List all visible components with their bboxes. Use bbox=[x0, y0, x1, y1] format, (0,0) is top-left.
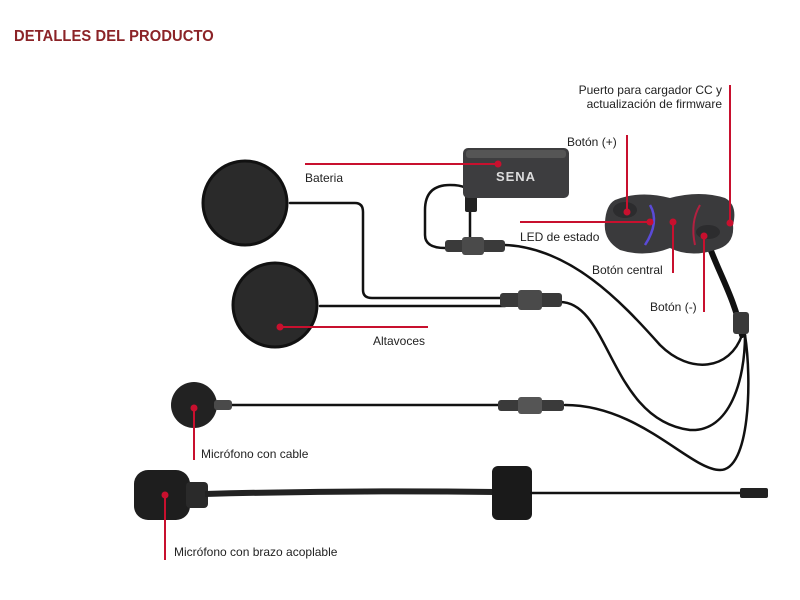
callouts bbox=[161, 85, 734, 560]
callout-plus-dot bbox=[623, 208, 631, 216]
speaker-main-cable bbox=[558, 300, 747, 432]
callout-port-dot bbox=[726, 219, 734, 227]
callout-speakers-dot bbox=[276, 323, 284, 331]
speakers bbox=[201, 159, 319, 349]
label-boom-mic: Micrófono con brazo acoplable bbox=[174, 545, 338, 559]
speaker1-cable bbox=[288, 201, 507, 300]
battery-body bbox=[463, 148, 569, 198]
boom-mount-clip bbox=[492, 466, 532, 520]
battery-logo: SENA bbox=[496, 169, 536, 184]
label-port-line2: actualización de firmware bbox=[586, 97, 722, 111]
label-button-plus: Botón (+) bbox=[567, 135, 617, 149]
boom-arm bbox=[204, 488, 496, 497]
label-button-minus: Botón (-) bbox=[650, 300, 697, 314]
battery-main-cable bbox=[503, 243, 744, 366]
boom-mic-neck bbox=[186, 482, 208, 508]
callout-minus-dot bbox=[700, 232, 708, 240]
battery-highlight bbox=[466, 150, 566, 158]
led-stripe bbox=[643, 204, 656, 246]
label-port-line1: Puerto para cargador CC y bbox=[578, 83, 722, 97]
battery-connector-joint bbox=[462, 237, 484, 255]
boom-mic bbox=[134, 466, 768, 520]
wired-mic-connector-joint bbox=[518, 397, 542, 414]
button-minus bbox=[696, 225, 720, 239]
label-led: LED de estado bbox=[520, 230, 600, 244]
wired-mic-main-cable bbox=[563, 333, 750, 472]
trunk-connector bbox=[733, 312, 749, 334]
speaker-2 bbox=[231, 261, 319, 349]
page-title: DETALLES DEL PRODUCTO bbox=[14, 28, 214, 45]
label-battery: Bateria bbox=[305, 171, 344, 185]
cables bbox=[228, 183, 750, 472]
boom-plug bbox=[740, 488, 768, 498]
label-speakers: Altavoces bbox=[373, 334, 426, 348]
battery-pack: SENA bbox=[463, 148, 569, 198]
callout-wired-mic-dot bbox=[190, 404, 198, 412]
label-wired-mic: Micrófono con cable bbox=[201, 447, 309, 461]
callout-led-dot bbox=[646, 218, 654, 226]
speaker-1 bbox=[201, 159, 289, 247]
speaker-connector-joint bbox=[518, 290, 542, 310]
callout-boom-mic-dot bbox=[161, 491, 169, 499]
callout-center-dot bbox=[669, 218, 677, 226]
controller-unit bbox=[604, 194, 735, 254]
accent-stripe bbox=[692, 204, 701, 246]
label-button-center: Botón central bbox=[592, 263, 663, 277]
callout-battery-dot bbox=[494, 160, 502, 168]
wired-mic-neck bbox=[214, 400, 232, 410]
label-port: Puerto para cargador CC y actualización … bbox=[579, 83, 722, 111]
